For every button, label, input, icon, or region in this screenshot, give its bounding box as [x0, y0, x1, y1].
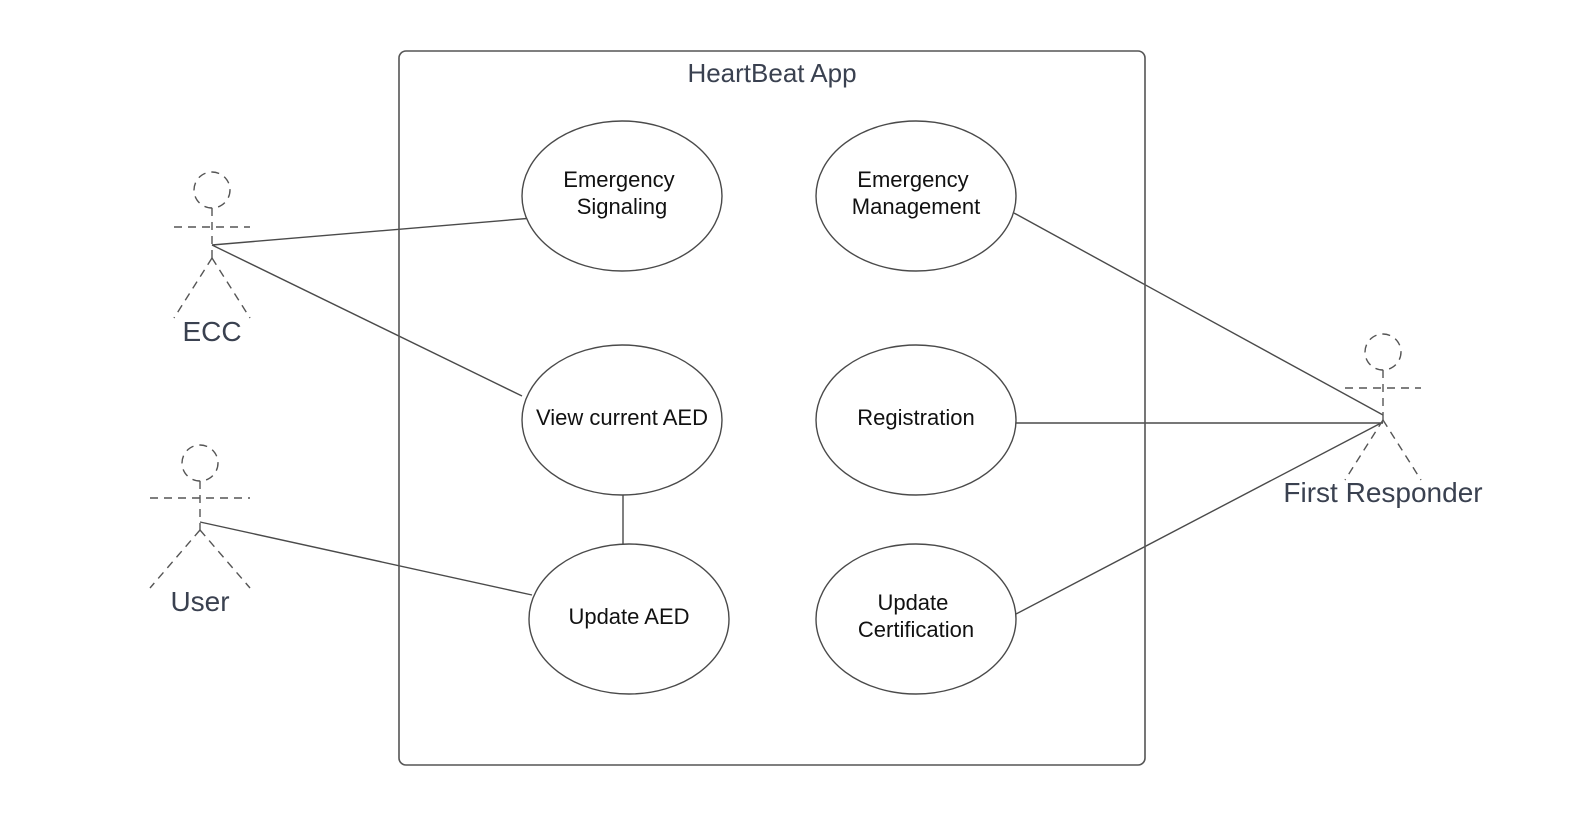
- use-case-ellipse: [528, 543, 730, 695]
- actor-label: First Responder: [1283, 477, 1482, 508]
- associations: [199, 212, 1384, 615]
- use-case-view-current-aed[interactable]: View current AED: [521, 344, 723, 496]
- stick-figure-icon: [1344, 333, 1422, 481]
- use-case-ellipse: [521, 344, 723, 496]
- association-ecc-view-current-aed: [211, 244, 523, 397]
- use-case-label: Registration: [857, 405, 974, 430]
- use-case-update-certification[interactable]: Update Certification: [815, 543, 1017, 695]
- use-case-label: Update Certification: [858, 590, 974, 642]
- actor-ecc[interactable]: ECC: [173, 171, 251, 347]
- association-first-responder-update-certification: [1015, 421, 1384, 615]
- association-user-update-aed: [199, 521, 533, 596]
- use-case-update-aed[interactable]: Update AED: [528, 543, 730, 695]
- stick-figure-icon: [149, 444, 251, 589]
- use-case-label-line: Emergency: [563, 167, 674, 192]
- actor-first-responder[interactable]: First Responder: [1283, 333, 1483, 508]
- use-case-label-line: Certification: [858, 617, 974, 642]
- actor-label: User: [170, 586, 229, 617]
- use-case-ellipse: [815, 543, 1017, 695]
- system-boundary-box: [398, 50, 1146, 766]
- actor-label: ECC: [182, 316, 241, 347]
- use-case-label-line: Emergency: [857, 167, 968, 192]
- association-ecc-emergency-signaling: [211, 217, 534, 246]
- use-case-ellipse: [815, 120, 1017, 272]
- use-case-emergency-management[interactable]: Emergency Management: [815, 120, 1017, 272]
- use-case-label: Emergency Signaling: [563, 167, 680, 219]
- use-case-label-line: Update: [877, 590, 948, 615]
- use-case-label: Emergency Management: [852, 167, 980, 219]
- association-first-responder-emergency-management: [1013, 212, 1384, 416]
- use-case-ellipse: [815, 344, 1017, 496]
- actor-user[interactable]: User: [149, 444, 251, 617]
- system-boundary: HeartBeat App: [398, 50, 1146, 766]
- use-case-label-line: Signaling: [577, 194, 668, 219]
- system-title: HeartBeat App: [687, 58, 856, 88]
- use-case-emergency-signaling[interactable]: Emergency Signaling: [521, 120, 723, 272]
- use-case-label: Update AED: [568, 604, 689, 629]
- use-case-label: View current AED: [536, 405, 708, 430]
- stick-figure-icon: [173, 171, 251, 319]
- use-case-registration[interactable]: Registration: [815, 344, 1017, 496]
- use-case-label-line: Management: [852, 194, 980, 219]
- use-case-ellipse: [521, 120, 723, 272]
